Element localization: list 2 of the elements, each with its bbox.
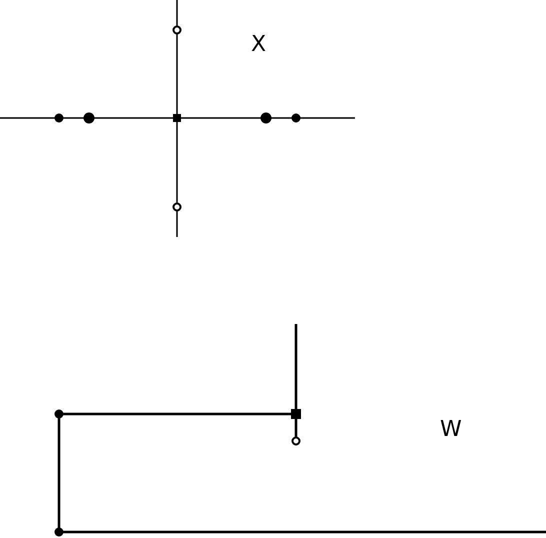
axis-label: W	[440, 418, 462, 442]
axis-label: X	[251, 33, 266, 57]
